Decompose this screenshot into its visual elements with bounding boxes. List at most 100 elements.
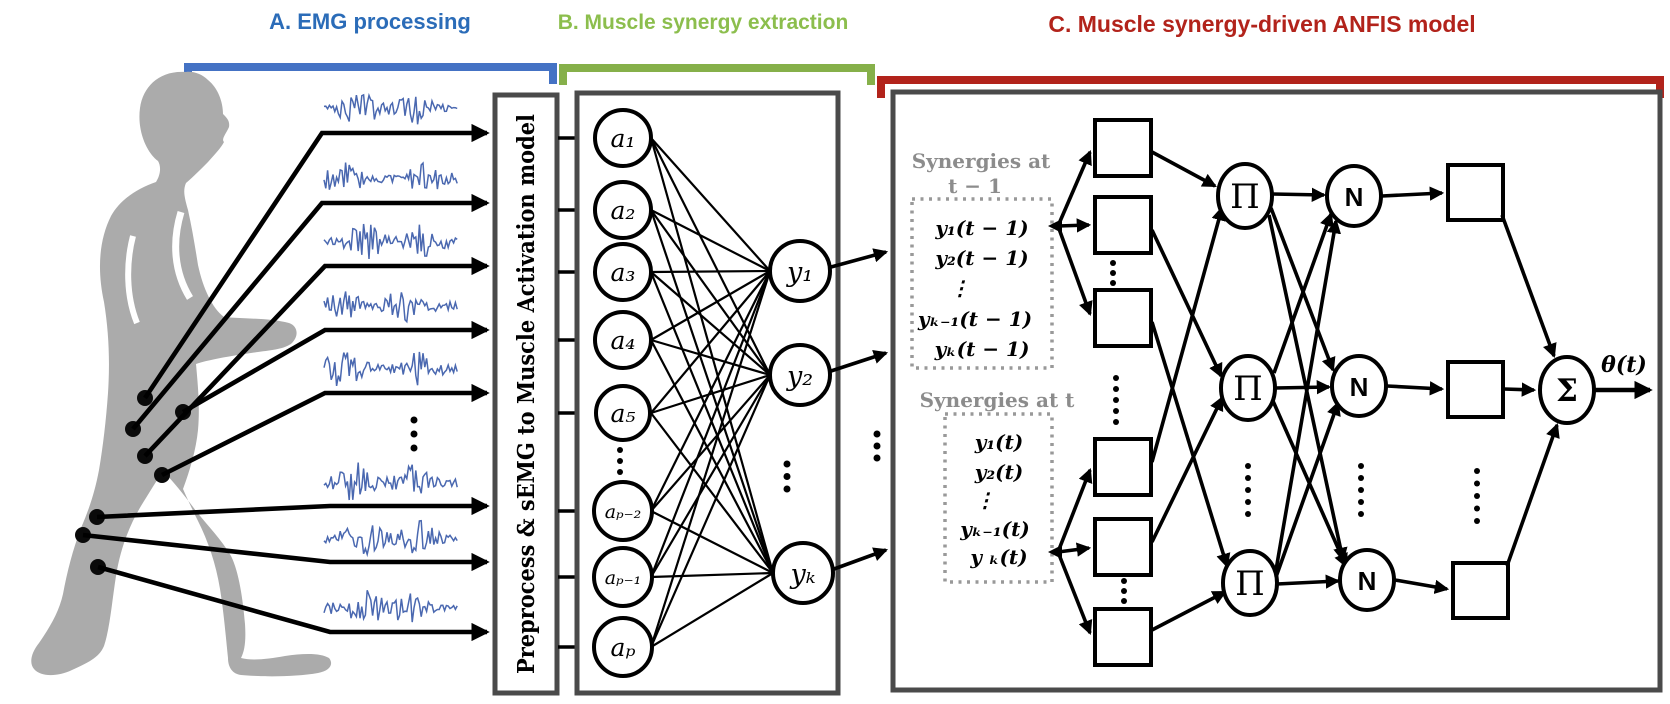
emg-signal xyxy=(323,519,458,558)
ellipsis-dot xyxy=(1110,270,1116,276)
arrow xyxy=(1056,467,1093,553)
a5-circle xyxy=(594,384,652,442)
arrow xyxy=(1150,321,1231,569)
a5-label: a₅ xyxy=(611,399,636,428)
ellipsis-dot xyxy=(1110,260,1116,266)
n3-label: N xyxy=(1358,566,1377,596)
mf-square xyxy=(1093,195,1153,255)
a-y-connection xyxy=(650,209,771,376)
mf-square xyxy=(1093,288,1153,348)
a-y-connection xyxy=(649,374,772,648)
norm-nodes: N N N xyxy=(1325,164,1396,612)
pi-node: Π xyxy=(1219,354,1277,422)
sigma-label: Σ xyxy=(1556,373,1578,409)
emg-lead xyxy=(96,496,490,520)
ap-2-circle xyxy=(592,480,654,542)
ellipsis-dot xyxy=(617,458,623,464)
ellipsis-dot xyxy=(410,416,418,424)
n1-label: N xyxy=(1345,182,1364,212)
synergy-entry: yₖ₋₁(t) xyxy=(959,517,1030,541)
a-y-connection xyxy=(649,137,775,574)
synergies-t-dotted-box xyxy=(943,412,1054,584)
a-y-connection xyxy=(650,510,774,574)
ellipsis-dot xyxy=(617,447,623,453)
y2-circle xyxy=(768,343,832,407)
arrow xyxy=(1056,551,1093,636)
rule-to-norm-connections xyxy=(1267,187,1348,589)
n2-label: N xyxy=(1350,372,1369,402)
emg-lead xyxy=(160,383,490,478)
arm-torso-gap xyxy=(172,210,194,300)
arrow xyxy=(1503,382,1537,397)
arrow xyxy=(1150,229,1223,378)
synergy-entry: y₁(t) xyxy=(974,430,1024,454)
arrow xyxy=(1505,422,1560,567)
ap-label: aₚ xyxy=(611,633,636,662)
ap-1-label: aₚ₋₁ xyxy=(605,567,642,589)
a4-label: a₄ xyxy=(611,326,636,355)
a-y-connection xyxy=(649,209,775,574)
a-y-connection xyxy=(650,412,774,574)
emg-signal xyxy=(323,161,458,190)
mf-square xyxy=(1093,517,1153,577)
arrow xyxy=(1386,381,1445,396)
a-node: a₅ xyxy=(594,384,652,442)
a-y-connection xyxy=(650,271,771,376)
a-node: a₂ xyxy=(593,180,653,240)
yk-circle xyxy=(771,541,835,605)
emg-signal xyxy=(323,291,458,324)
a-node: aₚ₋₂ xyxy=(592,480,654,542)
pi2-label: Π xyxy=(1233,369,1263,409)
a-node: aₚ₋₁ xyxy=(592,546,654,608)
mf-to-rule-connections xyxy=(1150,150,1231,632)
emg-lead xyxy=(181,320,490,414)
ellipsis-dot xyxy=(617,469,623,475)
synergies-t1-title-line2: t − 1 xyxy=(948,174,1002,198)
synergy-entry: y₂(t) xyxy=(974,460,1024,484)
ellipsis-dot xyxy=(1474,493,1480,499)
ellipsis-dot xyxy=(1110,280,1116,286)
a2-label: a₂ xyxy=(611,196,636,225)
arrow xyxy=(1500,214,1557,359)
synergy-entry: ⋮ xyxy=(975,488,995,512)
emg-lead xyxy=(143,256,490,458)
membership-squares xyxy=(1093,118,1153,667)
y1-label: y₁ xyxy=(786,257,813,288)
y-node: yₖ xyxy=(771,541,835,605)
a-node: a₄ xyxy=(593,310,653,370)
a-y-connection xyxy=(650,572,774,648)
synergies-t1-dotted-box xyxy=(910,197,1054,370)
ellipsis-dot xyxy=(1474,505,1480,512)
n1-circle xyxy=(1325,164,1383,228)
n-node: N xyxy=(1338,548,1396,612)
synergy-entry: y₁(t − 1) xyxy=(934,216,1028,240)
a-y-connection xyxy=(649,270,772,578)
synergy-entry: y₂(t − 1) xyxy=(934,246,1028,270)
consequent-square xyxy=(1451,561,1510,620)
section-c-title: C. Muscle synergy-driven ANFIS model xyxy=(1048,11,1475,37)
ellipsis-dot xyxy=(1245,487,1251,493)
yk-label: yₖ xyxy=(789,559,815,590)
ellipsis-dot xyxy=(1245,499,1251,505)
synergy-nodes: y₁ y₂ yₖ xyxy=(768,239,835,605)
emg-signal xyxy=(323,223,458,260)
a-y-connection xyxy=(650,373,771,415)
ellipsis-dot xyxy=(783,460,791,468)
ellipsis-dot xyxy=(1245,463,1251,469)
synergies-t-title: Synergies at t xyxy=(920,388,1076,412)
consequent-square xyxy=(1446,360,1505,419)
preprocess-box xyxy=(492,92,560,696)
ellipsis-dot xyxy=(1113,397,1119,403)
arrow xyxy=(830,349,889,373)
a1-label: a₁ xyxy=(611,124,636,153)
section-b-title: B. Muscle synergy extraction xyxy=(558,11,849,34)
arrow xyxy=(1276,574,1341,589)
a-y-connection xyxy=(650,571,774,579)
arrow xyxy=(833,547,889,571)
a-node: aₚ xyxy=(592,616,654,678)
arrow xyxy=(1272,211,1334,374)
mf-square xyxy=(1093,607,1153,667)
a-node: a₃ xyxy=(593,242,653,302)
